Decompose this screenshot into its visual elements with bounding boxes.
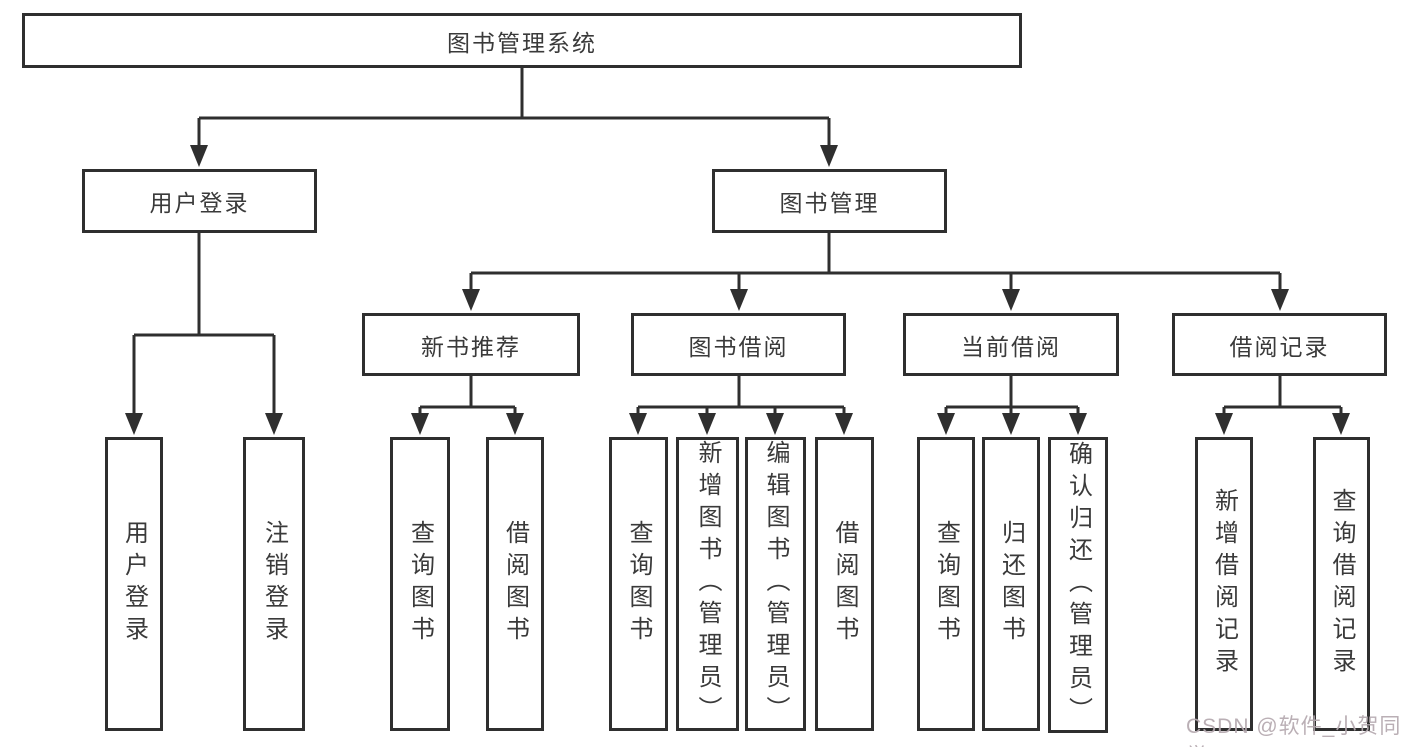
leaf-borrow-books: 借阅图书 (815, 437, 874, 731)
leaf-borrow-books-recommend: 借阅图书 (486, 437, 544, 731)
leaf-query-books-current: 查询图书 (917, 437, 975, 731)
leaf-query-books-recommend: 查询图书 (390, 437, 450, 731)
node-current-borrow: 当前借阅 (903, 313, 1119, 376)
leaf-return-books: 归还图书 (982, 437, 1040, 731)
node-borrow-records: 借阅记录 (1172, 313, 1387, 376)
node-book-management: 图书管理 (712, 169, 947, 233)
leaf-query-books-borrow: 查询图书 (609, 437, 668, 731)
leaf-query-borrow-record: 查询借阅记录 (1313, 437, 1370, 731)
leaf-edit-books-admin: 编辑图书（管理员） (745, 437, 806, 731)
node-root: 图书管理系统 (22, 13, 1022, 68)
node-new-book-recommend: 新书推荐 (362, 313, 580, 376)
node-book-borrow: 图书借阅 (631, 313, 846, 376)
watermark: CSDN @软件_小贺同学 (1186, 715, 1402, 747)
leaf-user-login: 用户登录 (105, 437, 163, 731)
leaf-add-books-admin: 新增图书（管理员） (676, 437, 739, 731)
leaf-add-borrow-record: 新增借阅记录 (1195, 437, 1253, 731)
leaf-confirm-return-admin: 确认归还（管理员） (1048, 437, 1108, 733)
leaf-logout: 注销登录 (243, 437, 305, 731)
node-user-login: 用户登录 (82, 169, 317, 233)
